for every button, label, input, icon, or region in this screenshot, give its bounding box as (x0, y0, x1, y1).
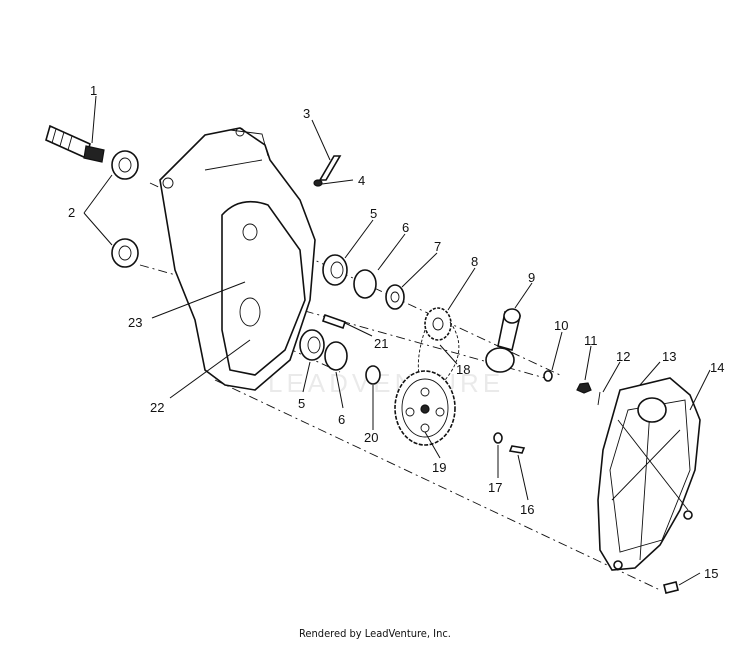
callout-3: 3 (303, 106, 310, 121)
callout-15: 15 (704, 566, 718, 581)
chaincase-cover (597, 377, 701, 571)
tensioner-arm (485, 308, 521, 373)
callout-16: 16 (520, 502, 534, 517)
snap-ring-upper (353, 269, 377, 299)
callout-18: 18 (456, 362, 470, 377)
callout-21: 21 (374, 336, 388, 351)
screw-15 (663, 581, 679, 594)
callout-6b: 6 (338, 412, 345, 427)
callout-11: 11 (584, 333, 598, 348)
callout-17: 17 (488, 480, 502, 495)
callout-13: 13 (662, 349, 676, 364)
seal-7 (385, 284, 405, 310)
cotter-pin-12 (597, 391, 601, 406)
spacer-20 (365, 365, 381, 385)
callout-23: 23 (128, 315, 142, 330)
bearing-lower (299, 329, 325, 361)
callout-14: 14 (710, 360, 724, 375)
callout-19: 19 (432, 460, 446, 475)
callout-5a: 5 (370, 206, 377, 221)
callout-10: 10 (554, 318, 568, 333)
watermark-text: LEADVENTURE (268, 368, 504, 398)
leader-lines (83, 95, 711, 586)
callout-7: 7 (434, 239, 441, 254)
pin-21 (321, 313, 347, 330)
callout-4: 4 (358, 173, 365, 188)
bolt-and-washer (313, 155, 342, 187)
chaincase-housing (159, 127, 316, 391)
washer-17 (493, 432, 503, 444)
drive-sprocket (424, 307, 452, 341)
callout-2: 2 (68, 205, 75, 220)
callout-6a: 6 (402, 220, 409, 235)
callout-1: 1 (90, 83, 97, 98)
bearing-upper (322, 254, 348, 286)
oil-seals (111, 150, 139, 268)
callout-9: 9 (528, 270, 535, 285)
callout-8: 8 (471, 254, 478, 269)
callouts: 1 2 3 4 5 6 7 8 9 10 11 12 13 14 15 16 1… (68, 83, 724, 581)
callout-5b: 5 (298, 396, 305, 411)
washer-10 (543, 370, 553, 382)
bolt-16 (508, 445, 526, 454)
snap-ring-lower (324, 341, 348, 371)
nut-11 (576, 382, 592, 394)
callout-22: 22 (150, 400, 164, 415)
input-shaft (45, 124, 105, 163)
callout-12: 12 (616, 349, 630, 364)
callout-20: 20 (364, 430, 378, 445)
footer-credit: Rendered by LeadVenture, Inc. (299, 627, 451, 640)
driven-gear (394, 370, 456, 446)
